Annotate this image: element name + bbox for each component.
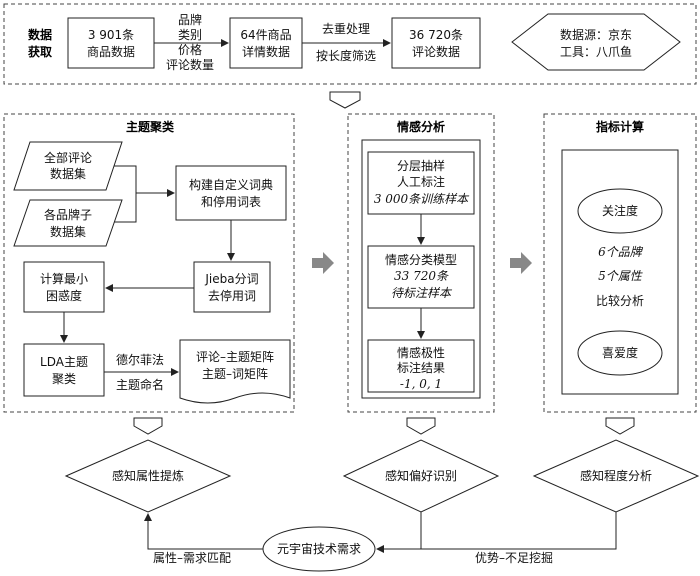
dict-box: 构建自定义词典 和停用词表: [175, 165, 287, 221]
perception-degree-label: 感知程度分析: [580, 468, 652, 483]
delphi-line1: 德尔菲法: [116, 352, 164, 367]
attr-price: 价格: [178, 42, 202, 57]
attr-category: 类别: [178, 28, 202, 42]
brand-reviews-parallelogram: 各品牌子 数据集: [13, 199, 123, 247]
source-diamond: 数据源：京东 工具：八爪鱼: [511, 13, 681, 71]
dict-line2: 和停用词表: [201, 194, 261, 209]
perplexity-line1: 计算最小: [40, 271, 88, 286]
sample-line2: 人工标注: [397, 174, 445, 189]
product-attributes: 品牌 类别 价格 评论数量: [166, 13, 214, 72]
result-line1: 情感极性: [397, 345, 445, 360]
brands-count: 6个品牌: [598, 245, 644, 259]
details-box-line1: 64件商品: [240, 27, 291, 42]
attention-ellipse: 关注度: [577, 188, 663, 234]
matrix-line1: 评论–主题矩阵: [196, 350, 274, 364]
attributes-count: 5个属性: [598, 269, 643, 283]
gray-arrow-1: [312, 252, 334, 274]
reviews-box: 36 720条 评论数据: [391, 17, 481, 69]
indicator-title: 指标计算: [596, 119, 644, 134]
model-box: 情感分类模型 33 720条 待标注样本: [367, 245, 475, 309]
sentiment-frame: [347, 113, 495, 413]
sample-box: 分层抽样 人工标注 3 000条训练样本: [367, 151, 475, 215]
reviews-box-line2: 评论数据: [412, 44, 460, 59]
perception-attr-diamond: 感知属性提炼: [64, 439, 232, 513]
products-box-line1: 3 901条: [88, 28, 134, 42]
perplexity-box: 计算最小 困惑度: [23, 261, 105, 313]
down-arrow-sentiment: [406, 417, 436, 435]
perception-pref-label: 感知偏好识别: [385, 468, 457, 483]
all-reviews-line1: 全部评论: [44, 150, 92, 165]
conn-all-reviews: [114, 165, 137, 193]
down-arrow-topic: [133, 417, 163, 435]
lda-line1: LDA主题: [40, 355, 88, 369]
products-box-line2: 商品数据: [87, 44, 135, 59]
attention-label: 关注度: [602, 203, 638, 218]
sample-line1: 分层抽样: [397, 158, 445, 173]
conn-brand-reviews: [114, 193, 137, 223]
brand-reviews-line1: 各品牌子: [44, 207, 92, 222]
arrow-demand-attr: [144, 513, 263, 550]
details-box: 64件商品 详情数据: [229, 17, 303, 69]
attr-brand: 品牌: [178, 13, 202, 27]
matrix-document: 评论–主题矩阵 主题–词矩阵: [179, 339, 291, 404]
model-line1: 情感分类模型: [385, 252, 457, 267]
indicator-frame: [543, 113, 697, 413]
gray-arrow-2: [510, 252, 532, 274]
jieba-line2: 去停用词: [208, 288, 256, 303]
demand-label: 元宇宙技术需求: [277, 541, 361, 556]
preference-label: 喜爱度: [602, 345, 638, 360]
products-box: 3 901条 商品数据: [67, 17, 155, 69]
lda-box: LDA主题 聚类: [23, 343, 105, 397]
jieba-line1: Jieba分词: [204, 272, 258, 286]
details-box-line2: 详情数据: [242, 44, 290, 59]
jieba-box: Jieba分词 去停用词: [193, 261, 271, 313]
sentiment-title: 情感分析: [397, 119, 445, 134]
conn-degree-demand: [421, 512, 617, 550]
result-box: 情感极性 标注结果 -1, 0, 1: [367, 339, 475, 393]
topic-title: 主题聚类: [126, 119, 175, 134]
attr-review-count: 评论数量: [166, 57, 214, 72]
model-line2: 33 720条: [394, 269, 449, 283]
all-reviews-parallelogram: 全部评论 数据集: [13, 141, 123, 191]
result-line2: 标注结果: [397, 360, 445, 375]
acquisition-title-2: 获取: [27, 44, 52, 59]
acquisition-title-1: 数据: [28, 27, 52, 42]
brand-reviews-line2: 数据集: [50, 224, 86, 239]
down-arrow-top: [329, 91, 361, 109]
dict-line1: 构建自定义词典: [189, 177, 273, 192]
advantage-gap-label: 优势–不足挖掘: [475, 550, 553, 565]
source-line1: 数据源：京东: [560, 27, 632, 42]
model-line3: 待标注样本: [391, 286, 453, 300]
perception-attr-label: 感知属性提炼: [112, 468, 184, 483]
compare-label: 比较分析: [596, 293, 644, 308]
sample-line3: 3 000条训练样本: [374, 192, 470, 206]
arrow-pref-demand: [376, 512, 422, 553]
attr-demand-match-label: 属性–需求匹配: [153, 551, 231, 565]
demand-ellipse: 元宇宙技术需求: [262, 526, 376, 572]
down-arrow-indicator: [605, 417, 635, 435]
matrix-line2: 主题–词矩阵: [202, 367, 268, 381]
result-line3: -1, 0, 1: [400, 377, 442, 391]
perception-degree-diamond: 感知程度分析: [532, 439, 700, 513]
lda-line2: 聚类: [52, 372, 76, 386]
reviews-box-line1: 36 720条: [409, 28, 463, 42]
process-dedupe: 去重处理: [322, 22, 370, 36]
source-line2: 工具：八爪鱼: [560, 45, 632, 59]
acquisition-frame: [3, 3, 697, 85]
delphi-line2: 主题命名: [116, 377, 164, 392]
preference-ellipse: 喜爱度: [577, 330, 663, 376]
perplexity-line2: 困惑度: [46, 288, 82, 303]
process-length-filter: 按长度筛选: [316, 48, 376, 63]
perception-pref-diamond: 感知偏好识别: [342, 439, 500, 513]
all-reviews-line2: 数据集: [50, 166, 86, 181]
